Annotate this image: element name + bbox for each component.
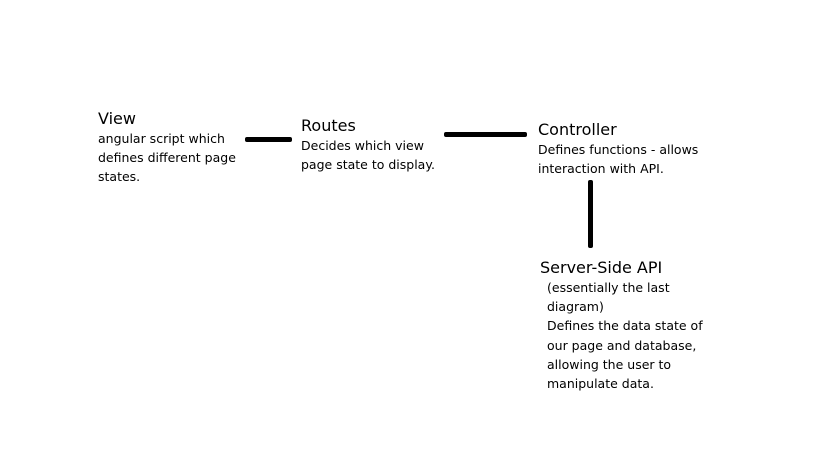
routes-desc-line: page state to display. xyxy=(301,157,435,172)
api-desc-line: allowing the user to xyxy=(547,356,672,372)
server-side-api-description: (essentially the last diagram) Defines t… xyxy=(540,278,703,393)
api-desc-line: our page and database, xyxy=(547,337,697,353)
connector-view-routes xyxy=(245,137,292,142)
routes-desc-line: Decides which view xyxy=(301,138,424,153)
view-desc-line: defines different page xyxy=(98,150,236,165)
controller-description: Defines functions - allows interaction w… xyxy=(538,140,698,178)
api-desc-line: manipulate data. xyxy=(547,376,654,392)
server-side-api-node: Server-Side API (essentially the last di… xyxy=(540,258,703,393)
api-desc-line: Defines the data state of xyxy=(547,318,703,334)
view-title: View xyxy=(98,109,136,128)
controller-desc-line: Defines functions - allows xyxy=(538,142,699,157)
view-desc-line: states. xyxy=(98,169,141,184)
server-side-api-title: Server-Side API xyxy=(540,258,663,277)
routes-node: Routes Decides which view page state to … xyxy=(301,116,435,174)
routes-description: Decides which view page state to display… xyxy=(301,136,435,174)
controller-node: Controller Defines functions - allows in… xyxy=(538,120,698,178)
view-node: View angular script which defines differ… xyxy=(98,109,236,186)
controller-desc-line: interaction with API. xyxy=(538,161,664,176)
api-desc-line: diagram) xyxy=(547,299,604,315)
view-description: angular script which defines different p… xyxy=(98,129,236,186)
routes-title: Routes xyxy=(301,116,356,135)
connector-controller-api xyxy=(588,180,593,248)
connector-routes-controller xyxy=(444,132,527,137)
controller-title: Controller xyxy=(538,120,617,139)
view-desc-line: angular script which xyxy=(98,131,225,146)
api-desc-line: (essentially the last xyxy=(547,280,670,295)
